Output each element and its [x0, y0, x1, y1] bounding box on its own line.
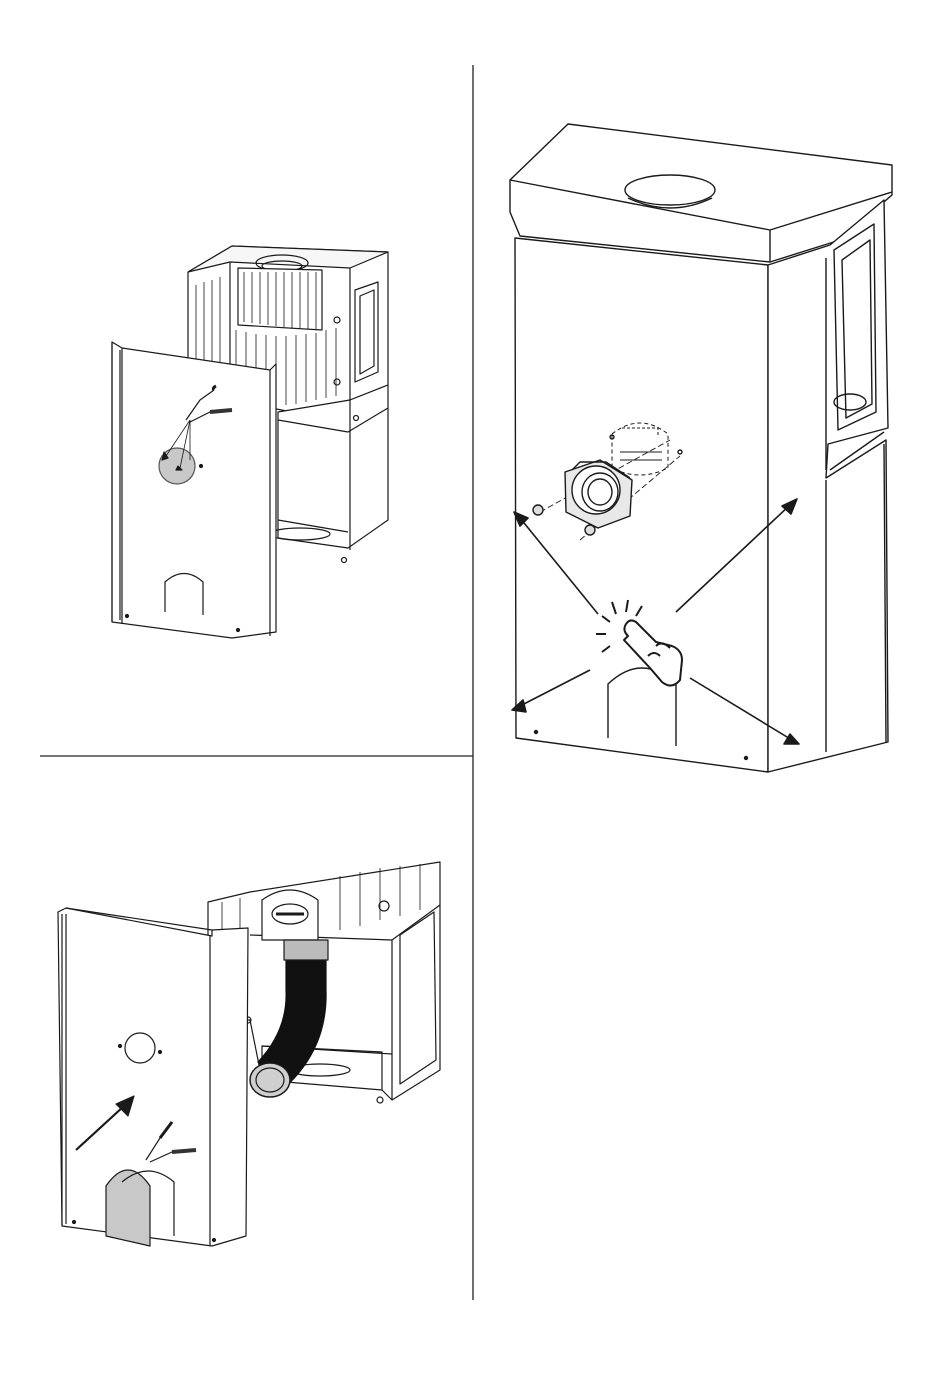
panel-remove-knockout: [112, 246, 388, 638]
panel-bottom-air-inlet: [58, 862, 440, 1246]
side-panel: [58, 908, 248, 1246]
rear-panel: [112, 342, 276, 638]
stove-base: [270, 385, 388, 563]
panel-rear-air-inlet: [510, 124, 892, 772]
knockout-opening: [106, 1170, 150, 1246]
